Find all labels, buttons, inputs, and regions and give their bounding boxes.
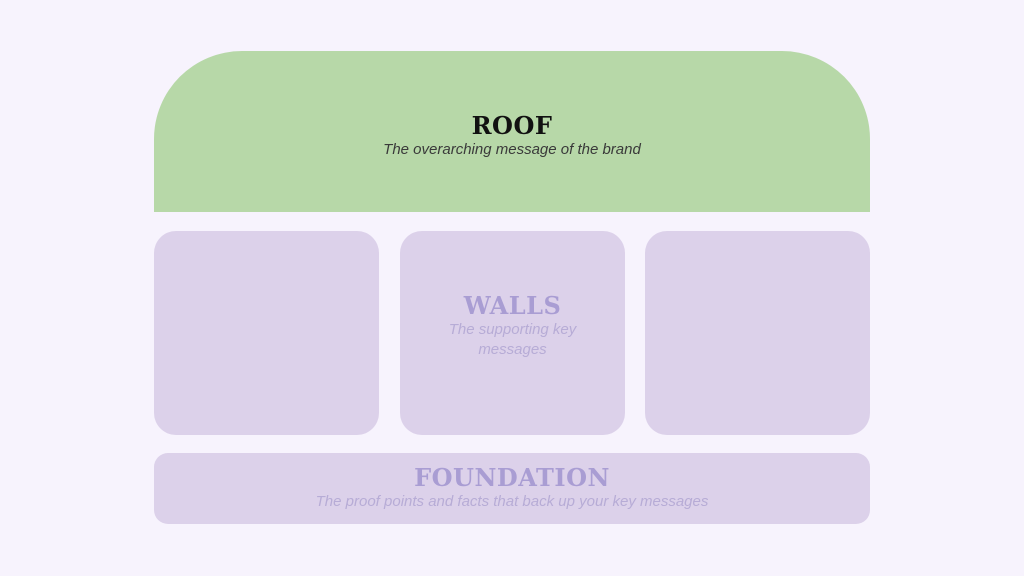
wall-block-left	[154, 231, 379, 435]
walls-title: WALLS	[463, 291, 562, 320]
wall-block-center: WALLS The supporting key messages	[400, 231, 625, 435]
wall-block-right	[645, 231, 870, 435]
roof-title: ROOF	[471, 110, 553, 140]
roof-subtitle: The overarching message of the brand	[383, 140, 641, 158]
foundation-block: FOUNDATION The proof points and facts th…	[154, 453, 870, 524]
foundation-subtitle: The proof points and facts that back up …	[315, 492, 709, 510]
foundation-title: FOUNDATION	[414, 462, 610, 492]
walls-subtitle: The supporting key messages	[448, 321, 577, 358]
roof-block: ROOF The overarching message of the bran…	[154, 51, 870, 212]
